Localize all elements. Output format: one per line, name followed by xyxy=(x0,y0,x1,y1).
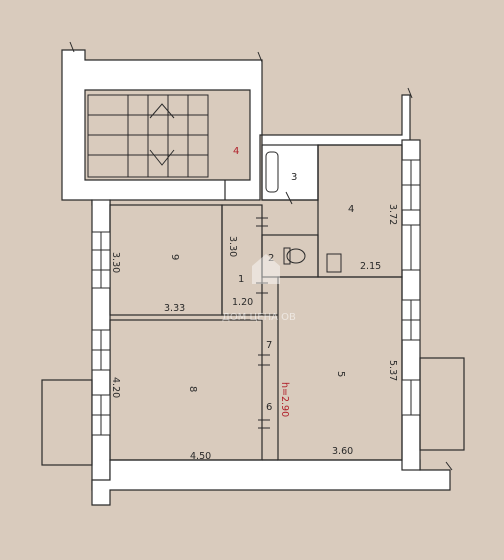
room-5-outline xyxy=(277,276,403,461)
balcony-left xyxy=(41,379,93,466)
stair xyxy=(87,94,209,178)
balcony-right xyxy=(419,357,465,451)
dim-room8-width: 4.50 xyxy=(190,451,211,462)
door-ticks xyxy=(69,41,453,471)
dim-room5-width: 3.60 xyxy=(332,446,353,457)
window-left-lower xyxy=(91,394,111,436)
dim-room5-length: 5.37 xyxy=(387,360,398,381)
window-left-mid xyxy=(91,329,111,371)
balconies xyxy=(41,357,465,466)
room-number-hall: 1 xyxy=(238,274,244,285)
windows xyxy=(91,159,421,436)
dim-room9-width: 3.33 xyxy=(164,303,185,314)
room-number-stair: 4 xyxy=(233,146,239,157)
room-number-kitchen: 4 xyxy=(348,204,354,215)
room-number-5: 5 xyxy=(335,371,346,377)
room-number-6: 6 xyxy=(266,402,272,413)
bathtub-icon xyxy=(265,151,279,193)
sink-icon xyxy=(326,253,342,273)
room-number-7: 7 xyxy=(266,340,272,351)
watermark-text: ДОМ ЦЕНА ОВ xyxy=(222,312,296,323)
window-left-upper xyxy=(91,231,111,289)
toilet-icon xyxy=(286,248,306,264)
dim-room9-length: 3.30 xyxy=(110,252,121,273)
window-right-kitchen xyxy=(401,159,421,211)
window-right-room5 xyxy=(401,299,421,341)
dim-kitchen-width: 2.15 xyxy=(360,261,381,272)
window-right-kitchen-2 xyxy=(401,224,421,271)
ceiling-height: h=2.90 xyxy=(279,382,290,417)
dim-hall-length: 3.30 xyxy=(227,236,238,257)
dim-kitchen-length: 3.72 xyxy=(387,204,398,225)
room-number-8: 8 xyxy=(187,386,198,392)
room-number-bath: 3 xyxy=(291,172,297,183)
dim-room8-length: 4.20 xyxy=(110,377,121,398)
room-number-9: 9 xyxy=(169,254,180,260)
room-8-outline xyxy=(109,319,263,461)
dim-hall-width: 1.20 xyxy=(232,297,253,308)
room-number-wc: 2 xyxy=(268,253,274,264)
fixtures xyxy=(265,151,342,273)
bottom-wall xyxy=(91,459,451,506)
watermark-logo: ДОМ ЦЕНА ОВ xyxy=(222,254,296,323)
window-right-room5-2 xyxy=(401,379,421,416)
